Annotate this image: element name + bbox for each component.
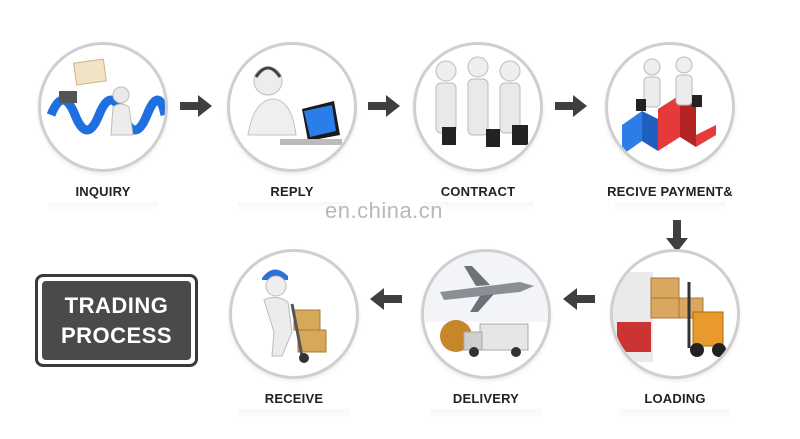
reflection [239,409,349,419]
inquiry-illustration [38,42,168,172]
step-reply: REPLY [222,42,362,212]
step-label: INQUIRY [75,184,131,199]
loading-illustration [610,249,740,379]
step-label: RECEIVE [264,391,324,406]
step-loading: LOADING [605,249,745,419]
step-inquiry: INQUIRY [33,42,173,212]
reflection [431,409,541,419]
arrow-left-icon [370,288,402,310]
reflection [48,202,158,212]
reflection [237,202,347,212]
reply-illustration [227,42,357,172]
step-label: CONTRACT [440,184,516,199]
receive-illustration [229,249,359,379]
arrow-right-icon [368,95,400,117]
arrow-right-icon [180,95,212,117]
step-label: RECIVE PAYMENT& [607,184,733,199]
arrow-down-icon [666,220,688,252]
step-label: REPLY [270,184,314,199]
reflection [423,202,533,212]
step-label: LOADING [644,391,706,406]
reflection [615,202,725,212]
step-receive: RECEIVE [224,249,364,419]
step-delivery: DELIVERY [416,249,556,419]
step-payment: RECIVE PAYMENT& [600,42,740,212]
delivery-illustration [421,249,551,379]
arrow-left-icon [563,288,595,310]
watermark-text: en.china.cn [325,198,444,223]
payment-illustration [605,42,735,172]
banner-line-1: TRADING [64,292,169,318]
contract-illustration [413,42,543,172]
trading-process-banner: TRADING PROCESS [35,274,198,367]
step-contract: CONTRACT [408,42,548,212]
banner-line-2: PROCESS [60,322,173,348]
arrow-right-icon [555,95,587,117]
reflection [620,409,730,419]
step-label: DELIVERY [452,391,520,406]
